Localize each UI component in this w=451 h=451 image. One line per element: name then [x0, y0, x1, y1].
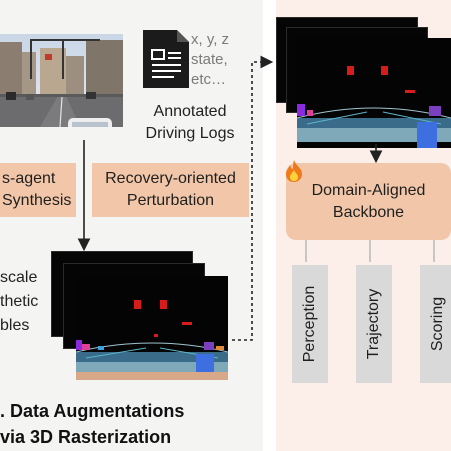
- dotted-arrow-icon: [232, 55, 274, 341]
- perception-head: Perception: [292, 265, 328, 383]
- recovery-perturbation-box: Recovery-oriented Perturbation: [92, 163, 249, 217]
- rasterized-frame: [75, 276, 229, 380]
- multi-agent-synthesis-box: s-agent Synthesis: [0, 163, 76, 217]
- log-field: etc…: [191, 71, 227, 88]
- log-fields: x, y, z state, etc…: [191, 30, 253, 90]
- fire-icon: [284, 160, 304, 182]
- log-field: state,: [191, 51, 228, 68]
- rasterized-frame-stack-left: [52, 252, 252, 382]
- scoring-head: Scoring: [420, 265, 451, 383]
- log-field: x, y, z: [191, 31, 230, 48]
- rasterized-frame-stack-right: [277, 18, 451, 148]
- synthetic-samples-label: scale thetic bles: [0, 269, 39, 334]
- trajectory-head: Trajectory: [356, 265, 392, 383]
- document-icon: [143, 30, 189, 88]
- domain-aligned-backbone-box: Domain-Aligned Backbone: [286, 163, 451, 240]
- section-caption: . Data Augmentations via 3D Rasterizatio…: [0, 401, 185, 447]
- driving-camera-photo: [0, 34, 123, 127]
- rasterized-frame: [296, 38, 451, 148]
- annotated-logs-label: Annotated Driving Logs: [145, 103, 235, 142]
